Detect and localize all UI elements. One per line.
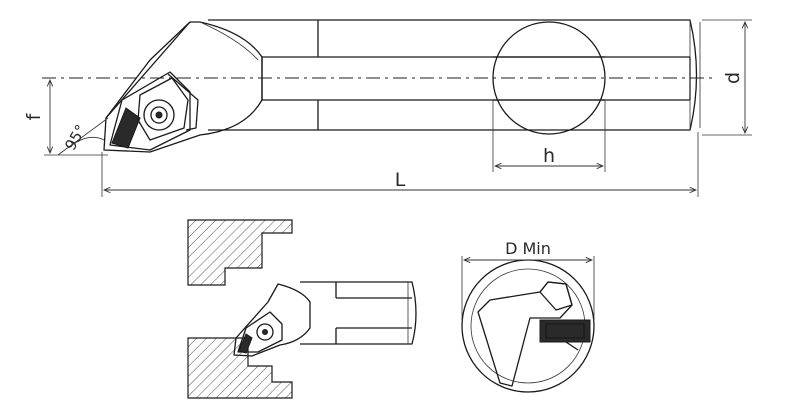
machining-view	[187, 219, 417, 399]
angle-indicator: 95°	[57, 117, 109, 156]
insert	[109, 71, 199, 151]
end-view-tool	[477, 281, 591, 387]
tool-head	[103, 21, 263, 153]
dimension-dmin: D Min	[461, 239, 595, 320]
angle-label: 95°	[61, 121, 90, 153]
dimension-f-label: f	[23, 112, 45, 120]
dimension-l-label: L	[395, 169, 406, 191]
dimension-h-label: h	[543, 145, 555, 167]
dimension-h: h	[492, 100, 606, 172]
dimension-d: d	[702, 19, 752, 136]
dimension-f: f	[23, 80, 108, 156]
main-side-view: d h L f 95°	[23, 19, 752, 197]
dimension-l: L	[101, 132, 699, 197]
small-boring-bar	[233, 281, 417, 357]
dimension-d-label: d	[722, 72, 744, 84]
workpiece-upper-wall	[187, 219, 293, 286]
end-view: D Min	[461, 239, 595, 393]
dimension-dmin-label: D Min	[505, 239, 551, 258]
shank	[208, 19, 701, 131]
